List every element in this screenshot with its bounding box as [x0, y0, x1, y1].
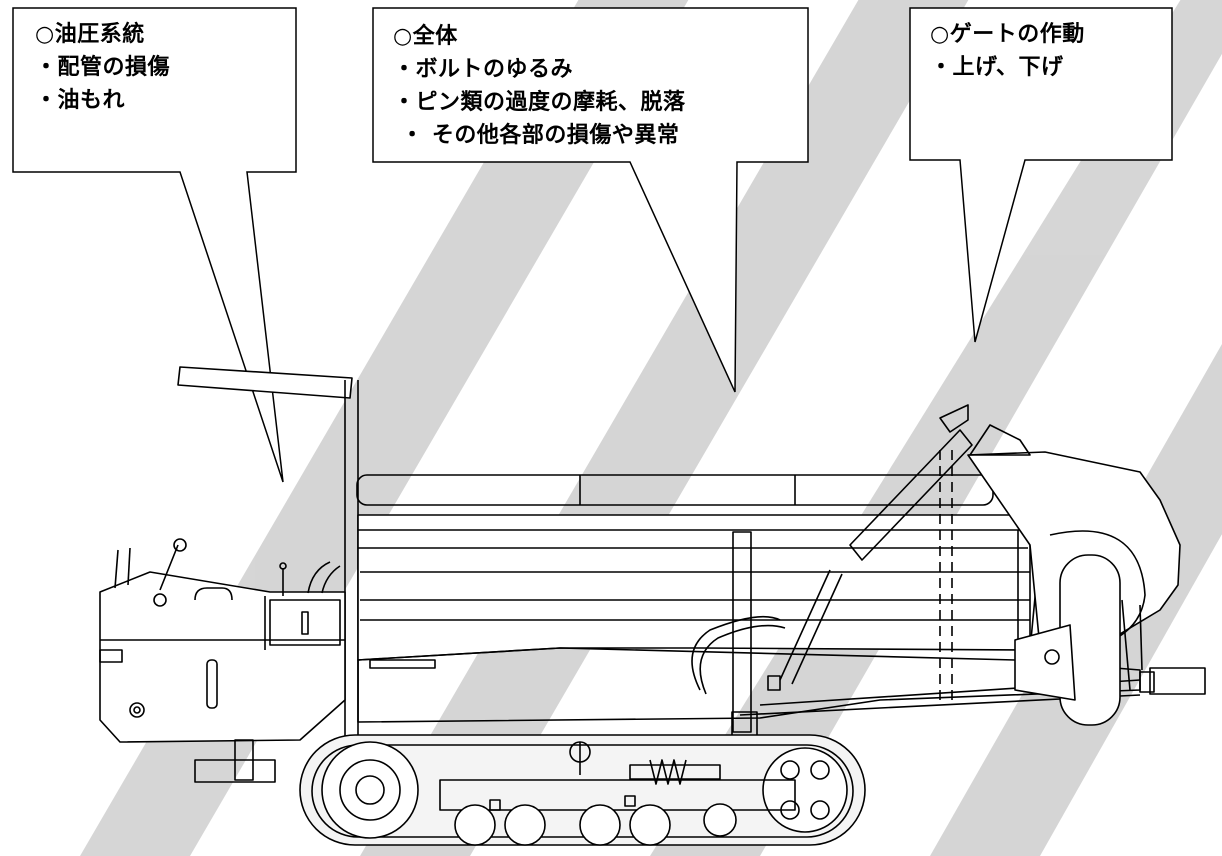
- callout-gate-item: ・上げ、下げ: [930, 55, 1064, 80]
- callout-hydraulic: ○油圧系統 ・配管の損傷 ・油もれ: [35, 18, 170, 117]
- crawler-carrier-drawing: [99, 366, 1206, 846]
- callout-gate: ○ゲートの作動 ・上げ、下げ: [930, 18, 1085, 84]
- callout-box-hydraulic: [12, 7, 297, 483]
- callout-general-title: ○全体: [393, 24, 458, 49]
- callout-general-item: ・ボルトのゆるみ: [393, 57, 574, 82]
- callout-general: ○全体 ・ボルトのゆるみ ・ピン類の過度の摩耗、脱落 ・ その他各部の損傷や異常: [393, 20, 686, 152]
- callout-hydraulic-title: ○油圧系統: [35, 22, 145, 47]
- callout-general-item: ・ピン類の過度の摩耗、脱落: [393, 90, 686, 115]
- callout-gate-title: ○ゲートの作動: [930, 22, 1085, 47]
- callout-general-item: ・ その他各部の損傷や異常: [393, 123, 680, 148]
- callout-hydraulic-item: ・配管の損傷: [35, 55, 171, 80]
- callout-box-gate: [909, 7, 1173, 343]
- callout-hydraulic-item: ・油もれ: [35, 88, 126, 113]
- callout-box-general: [372, 7, 809, 393]
